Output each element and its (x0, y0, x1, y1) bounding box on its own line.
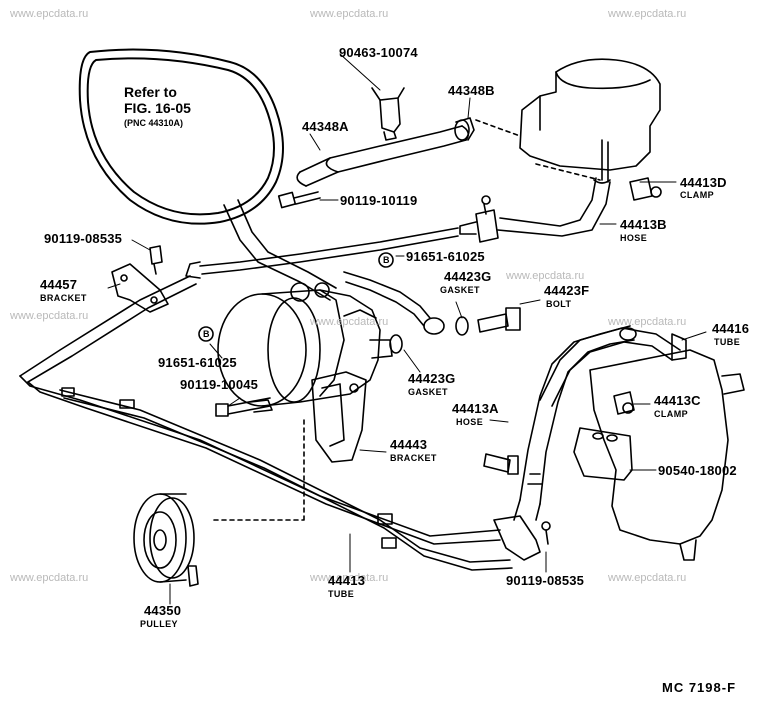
pump-outlet-tube (343, 271, 445, 335)
label-44413b: 44413B (620, 217, 667, 232)
label-44423g-top: 44423G (444, 269, 492, 284)
label-91651-61025-top: 91651-61025 (406, 249, 485, 264)
drawing-code: MC 7198-F (662, 680, 737, 695)
watermark: www.epcdata.ru (310, 316, 389, 328)
bolt-90119-10119 (277, 191, 321, 209)
upper-return-hose (223, 125, 470, 301)
power-steering-pump (217, 282, 393, 407)
sublabel-44413: TUBE (328, 589, 355, 599)
label-44457: 44457 (40, 277, 78, 292)
clamp-44413d (629, 177, 662, 201)
hose-44413a (513, 325, 635, 521)
label-90119-08535-left: 90119-08535 (44, 231, 123, 246)
union-bolt-44423f (477, 307, 521, 333)
bolt-90119-10045 (215, 397, 273, 417)
label-90119-08535-right: 90119-08535 (506, 573, 585, 588)
watermark: www.epcdata.ru (10, 572, 89, 584)
watermark: www.epcdata.ru (310, 8, 389, 20)
sublabel-44457: BRACKET (40, 293, 87, 303)
reference-line2: FIG. 16-05 (124, 100, 191, 116)
drive-belt (78, 48, 284, 225)
union-fitting (459, 195, 499, 243)
label-90463-10074: 90463-10074 (339, 45, 418, 60)
pump-bracket-44443 (213, 371, 367, 521)
label-90540-18002: 90540-18002 (658, 463, 737, 478)
sublabel-44416: TUBE (714, 337, 741, 347)
label-44350: 44350 (144, 603, 182, 618)
watermark: www.epcdata.ru (10, 310, 89, 322)
watermark: www.epcdata.ru (310, 572, 389, 584)
marker-b-bottom: B (203, 329, 210, 339)
watermark: www.epcdata.ru (506, 270, 585, 282)
sublabel-44350: PULLEY (140, 619, 178, 629)
marker-b-circles (198, 252, 394, 342)
lower-long-tubes (19, 275, 513, 571)
label-44423f: 44423F (544, 283, 590, 298)
leader-lines (107, 53, 707, 605)
pulley-44350 (133, 493, 199, 587)
sublabel-44423f: BOLT (546, 299, 572, 309)
gaskets (389, 316, 469, 354)
sublabel-44413b: HOSE (620, 233, 648, 243)
label-44413d: 44413D (680, 175, 727, 190)
label-44413a: 44413A (452, 401, 499, 416)
label-44413c: 44413C (654, 393, 701, 408)
reference-line1: Refer to (124, 84, 177, 100)
marker-b-top: B (383, 255, 390, 265)
sublabel-44413a: HOSE (456, 417, 484, 427)
label-90119-10045: 90119-10045 (180, 377, 259, 392)
clamp-44413c (613, 391, 635, 415)
sublabel-44423g-bottom: GASKET (408, 387, 448, 397)
watermark: www.epcdata.ru (10, 8, 89, 20)
hose-clamp-44348b (454, 117, 475, 141)
bracket-44457 (111, 263, 169, 313)
reservoir (475, 58, 661, 183)
label-44348a: 44348A (302, 119, 349, 134)
reference-line3: (PNC 44310A) (124, 118, 184, 128)
label-44416: 44416 (712, 321, 750, 336)
label-44443: 44443 (390, 437, 428, 452)
steering-gear-housing (589, 349, 745, 561)
watermark: www.epcdata.ru (608, 8, 687, 20)
pipe-end-fitting (483, 453, 519, 475)
hose-protector-90540 (573, 427, 633, 481)
label-44348b: 44348B (448, 83, 495, 98)
sublabel-44443: BRACKET (390, 453, 437, 463)
clamp-90463 (371, 87, 405, 141)
sublabel-44423g-top: GASKET (440, 285, 480, 295)
label-91651-61025-bottom: 91651-61025 (158, 355, 237, 370)
hose-44413b (497, 177, 611, 237)
bolt-90119-08535-left (149, 245, 163, 275)
label-44413: 44413 (328, 573, 366, 588)
label-44423g-bottom: 44423G (408, 371, 456, 386)
sublabel-44413c: CLAMP (654, 409, 688, 419)
sublabel-44413d: CLAMP (680, 190, 714, 200)
tube-44416 (539, 327, 687, 407)
upper-long-tube (185, 227, 459, 279)
watermark: www.epcdata.ru (608, 316, 687, 328)
label-90119-10119: 90119-10119 (340, 193, 418, 208)
watermark: www.epcdata.ru (608, 572, 687, 584)
tube-clamp-bracket (493, 515, 551, 561)
